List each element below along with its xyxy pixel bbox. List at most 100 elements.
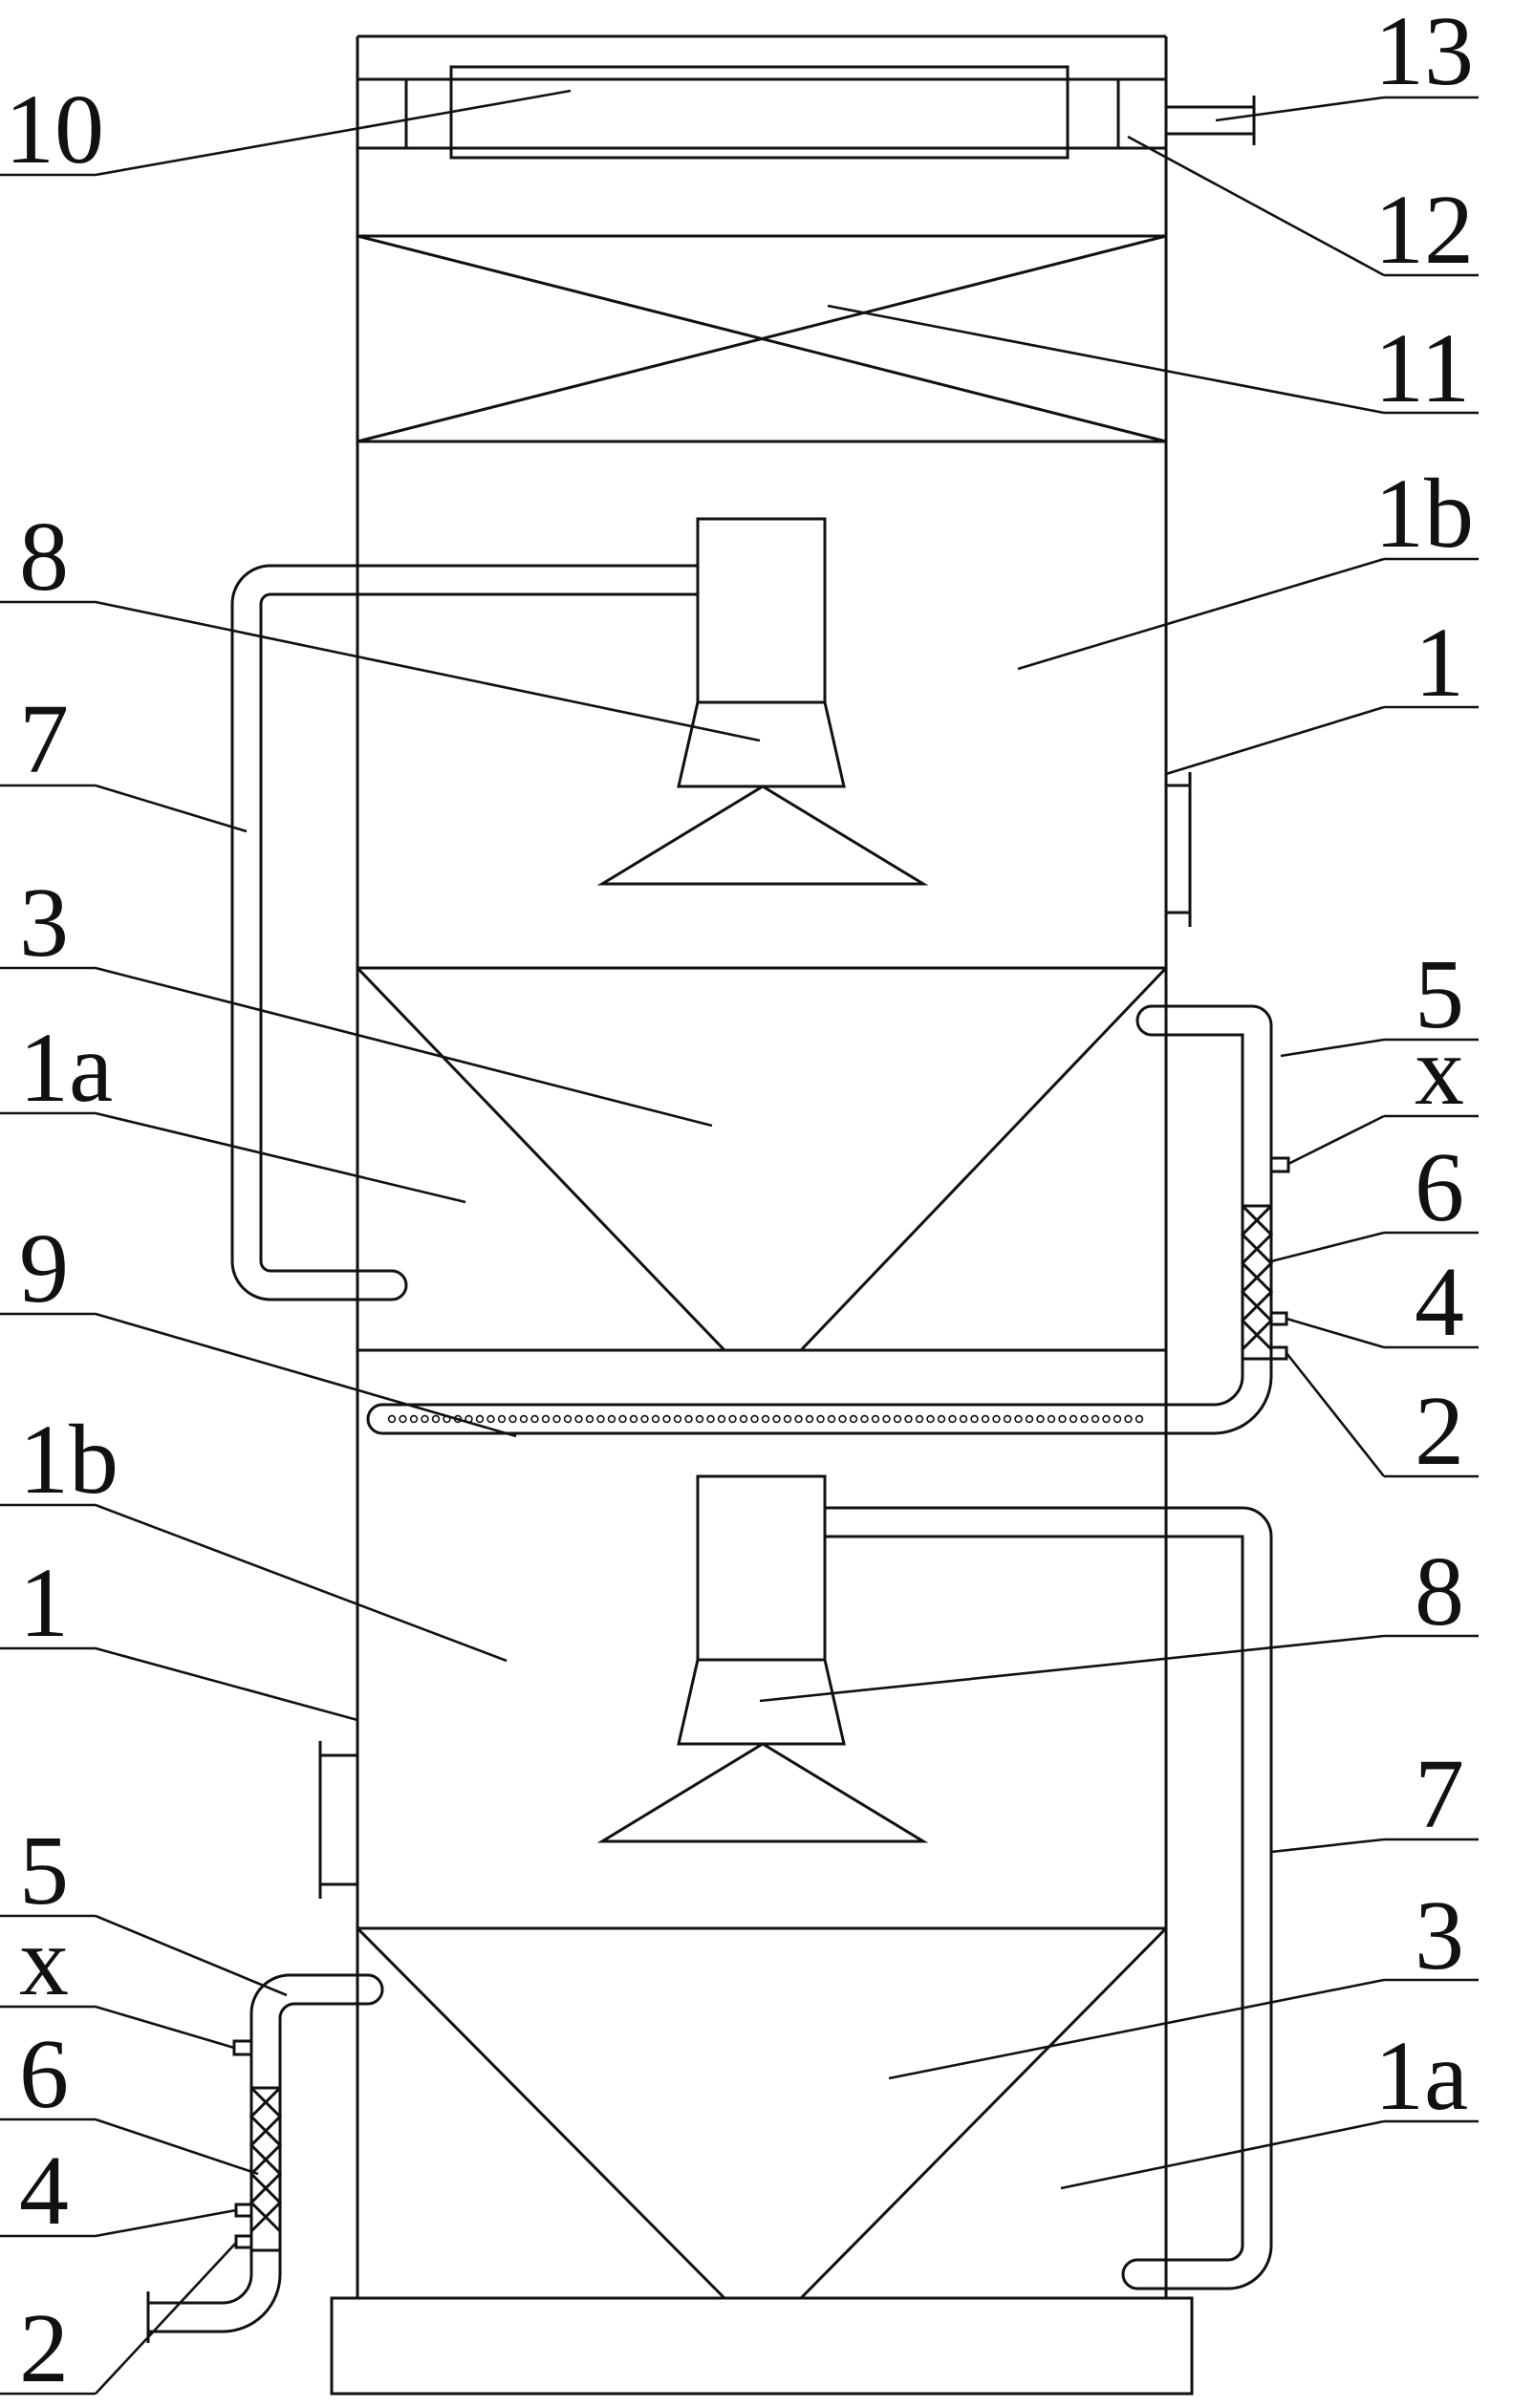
distributor-hole [387,1414,397,1424]
exhaust-pipe [1166,96,1256,145]
lower-circulation-pipe [825,1506,1273,2290]
label-6-upper: 6 [1415,1132,1464,1242]
distributor-hole [541,1414,551,1424]
distributor-holes [387,1414,1144,1424]
distributor-hole [992,1414,1001,1424]
distributor-hole [497,1414,507,1424]
distributor-hole [475,1414,485,1424]
distributor-hole [1102,1414,1111,1424]
distributor-hole [1014,1414,1023,1424]
lower-return-pipe-end [367,1973,384,2006]
label-5-lower: 5 [19,1816,69,1925]
lower-filter-section [249,2086,283,2252]
distributor-hole [651,1414,660,1424]
distributor-hole [893,1414,902,1424]
distributor-hole [585,1414,594,1424]
distributor-hole [1003,1414,1012,1424]
distributor-hole [717,1414,726,1424]
packing-layer [357,234,1167,443]
distributor-hole [695,1414,704,1424]
distributor-hole [926,1414,935,1424]
distributor-hole [849,1414,858,1424]
distributor-hole [629,1414,638,1424]
label-6-lower: 6 [19,2019,69,2129]
upper-valve [1269,1156,1290,1173]
distributor-hole [948,1414,957,1424]
distributor-hole [981,1414,990,1424]
lower-outlet-port [234,2234,253,2249]
distributor-hole [1058,1414,1067,1424]
distributor-hole [783,1414,792,1424]
distributor-hole [640,1414,649,1424]
distributor-hole [860,1414,869,1424]
distributor-hole [739,1414,748,1424]
upper-side-nozzle [1166,772,1192,927]
label-11: 11 [1374,313,1470,423]
distributor-hole [1113,1414,1122,1424]
upper-circulation-pipe [230,564,698,1301]
upper-filter-section [1240,1204,1274,1361]
distributor-hole [750,1414,759,1424]
label-3-upper: 3 [19,868,69,978]
distributor-hole [596,1414,605,1424]
label-1b-lower: 1b [19,1405,119,1515]
label-5-upper: 5 [1415,939,1464,1049]
label-3-lower: 3 [1415,1881,1464,1990]
distributor-hole [761,1414,770,1424]
distributor-hole [399,1414,407,1424]
label-7-lower: 7 [1415,1739,1464,1849]
distributor-hole [1036,1414,1045,1424]
upper-inlet-port [1269,1311,1288,1326]
distributor-hole [728,1414,737,1424]
distributor-hole [1135,1414,1144,1424]
distributor-hole [1047,1414,1056,1424]
distributor-hole [959,1414,968,1424]
distributor-hole [706,1414,715,1424]
distributor-hole [574,1414,583,1424]
distributor-hole [563,1414,573,1424]
distributor-hole [805,1414,814,1424]
distributor-hole [431,1414,441,1424]
labels: 10 13 12 11 1b 1 8 7 3 1a 9 5 x 6 4 2 1b… [5,0,1474,2403]
label-4-lower: 4 [19,2136,69,2246]
label-4-upper: 4 [1415,1247,1464,1357]
lower-inlet-port [234,2203,253,2218]
distributor-hole [618,1414,627,1424]
upper-ejector [596,517,929,886]
upper-return-pipe-inner [1152,1033,1244,1407]
label-2-lower: 2 [19,2293,69,2403]
distributor-hole [904,1414,913,1424]
distributor-pipe [366,1403,1166,1435]
distributor-hole [882,1414,891,1424]
label-10: 10 [5,75,104,184]
lower-ejector [596,1474,929,1843]
distributor-hole [772,1414,781,1424]
distributor-hole [673,1414,682,1424]
label-8-upper: 8 [19,502,69,612]
distributor-hole [486,1414,495,1424]
distributor-hole [409,1414,419,1424]
label-x-lower: x [19,1906,69,2016]
distributor-hole [519,1414,529,1424]
distributor-hole [970,1414,979,1424]
lower-return-pipe-inner [148,2002,368,2333]
top-duct [357,65,1166,160]
tower-shell [356,34,1168,2298]
distributor-hole [794,1414,803,1424]
distributor-hole [607,1414,616,1424]
distributor-hole [552,1414,561,1424]
lower-return-pipe [148,1973,368,2305]
upper-hopper [356,966,1168,1352]
distributor-hole [1069,1414,1078,1424]
distributor-hole [1025,1414,1034,1424]
label-12: 12 [1374,175,1474,285]
label-13: 13 [1374,0,1474,106]
distributor-hole [915,1414,924,1424]
label-1-upper: 1 [1415,608,1464,718]
label-8-lower: 8 [1415,1537,1464,1646]
label-1a-lower: 1a [1374,2021,1468,2131]
distributor-hole [871,1414,880,1424]
distributor-hole [1124,1414,1133,1424]
distributor-hole [530,1414,539,1424]
